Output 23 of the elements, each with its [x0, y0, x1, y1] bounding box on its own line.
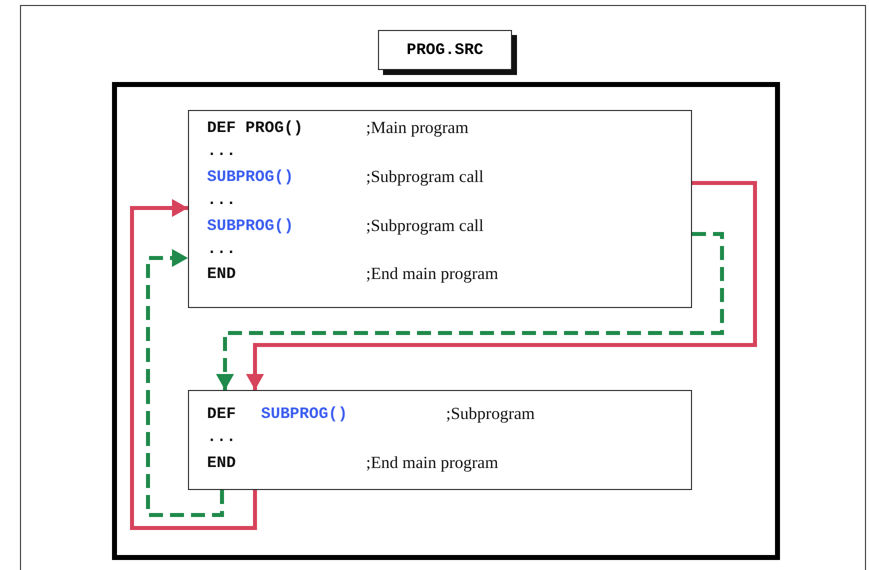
- code-text: ...: [207, 239, 236, 259]
- comment-text: ;Subprogram call: [366, 167, 484, 187]
- code-text: ...: [207, 427, 236, 447]
- arrow: [216, 232, 724, 390]
- subprogram-call-text: SUBPROG(): [207, 216, 294, 236]
- code-text: END: [207, 264, 236, 284]
- code-text: ...: [207, 141, 236, 161]
- arrow: [246, 181, 757, 390]
- code-text: END: [207, 453, 236, 473]
- code-text: ;Main program: [366, 118, 468, 138]
- subprogram-call-text: SUBPROG(): [261, 404, 348, 424]
- code-text: ;Subprogram: [446, 404, 535, 424]
- subprogram-call-text: SUBPROG(): [207, 167, 294, 187]
- code-text: ...: [207, 190, 236, 210]
- code-text: ;End main program: [366, 453, 498, 473]
- code-text: DEF: [207, 404, 236, 424]
- code-listing-box: [188, 110, 692, 308]
- code-text: DEF PROG(): [207, 118, 304, 138]
- code-text: ;End main program: [366, 264, 498, 284]
- arrow: [130, 199, 257, 530]
- arrow: [146, 249, 224, 517]
- comment-text: ;Subprogram call: [366, 216, 484, 236]
- code-listing-box: [188, 390, 692, 490]
